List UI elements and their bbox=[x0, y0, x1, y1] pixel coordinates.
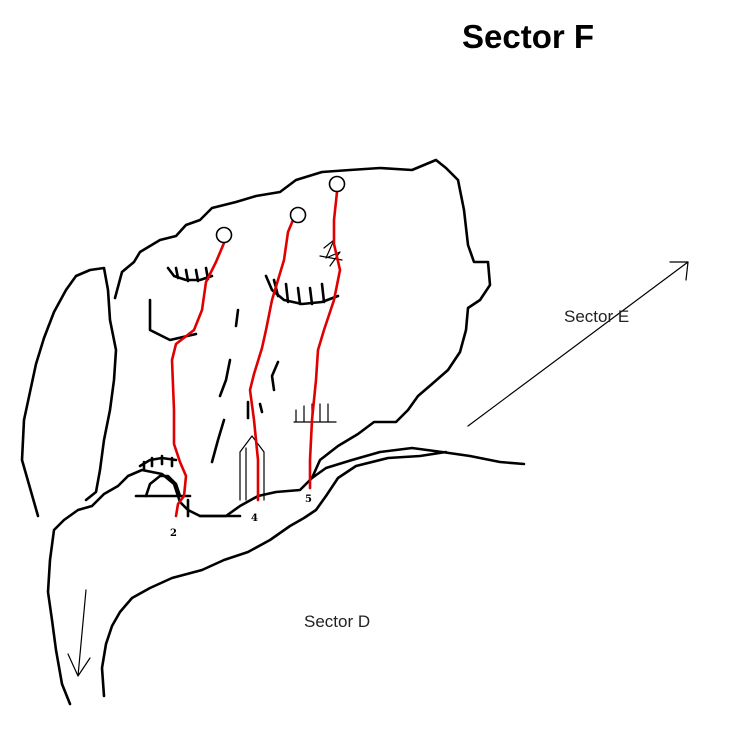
sector-e-label: Sector E bbox=[564, 307, 630, 326]
crack-short bbox=[234, 308, 240, 328]
arrow-to-sector-e bbox=[467, 261, 689, 427]
arrow-down-left bbox=[67, 589, 91, 677]
roof-cave-hatching bbox=[138, 454, 178, 472]
anchor-route-2 bbox=[215, 226, 233, 244]
route-number-4: 4 bbox=[251, 513, 258, 524]
cave-arch bbox=[144, 474, 182, 498]
crack-middle bbox=[218, 358, 232, 398]
route-line-2 bbox=[170, 241, 226, 518]
roof-upper-left bbox=[166, 266, 214, 282]
crack-lower bbox=[210, 418, 226, 464]
anchor-route-4 bbox=[289, 206, 307, 224]
anchor-route-5 bbox=[328, 175, 346, 193]
roof-upper-left-hatching bbox=[174, 266, 210, 283]
crack-right bbox=[270, 360, 280, 392]
crag-outline bbox=[113, 158, 492, 518]
page-title: Sector F bbox=[462, 18, 595, 55]
left-ridge bbox=[46, 468, 182, 706]
arete-marks bbox=[246, 400, 264, 420]
route-number-5: 5 bbox=[305, 494, 312, 505]
route-line-4 bbox=[248, 218, 295, 502]
roof-mid-hatching bbox=[293, 403, 337, 423]
left-pillar bbox=[20, 266, 118, 518]
base-line bbox=[186, 498, 242, 518]
sector-d-label: Sector D bbox=[304, 612, 371, 631]
approach-gully-upper bbox=[310, 446, 526, 480]
roof-right-hatching bbox=[272, 278, 326, 306]
valley-lower-border bbox=[100, 450, 448, 698]
pillar-feature bbox=[239, 435, 265, 501]
route-line-5 bbox=[308, 190, 342, 490]
route-number-2: 2 bbox=[170, 528, 177, 539]
